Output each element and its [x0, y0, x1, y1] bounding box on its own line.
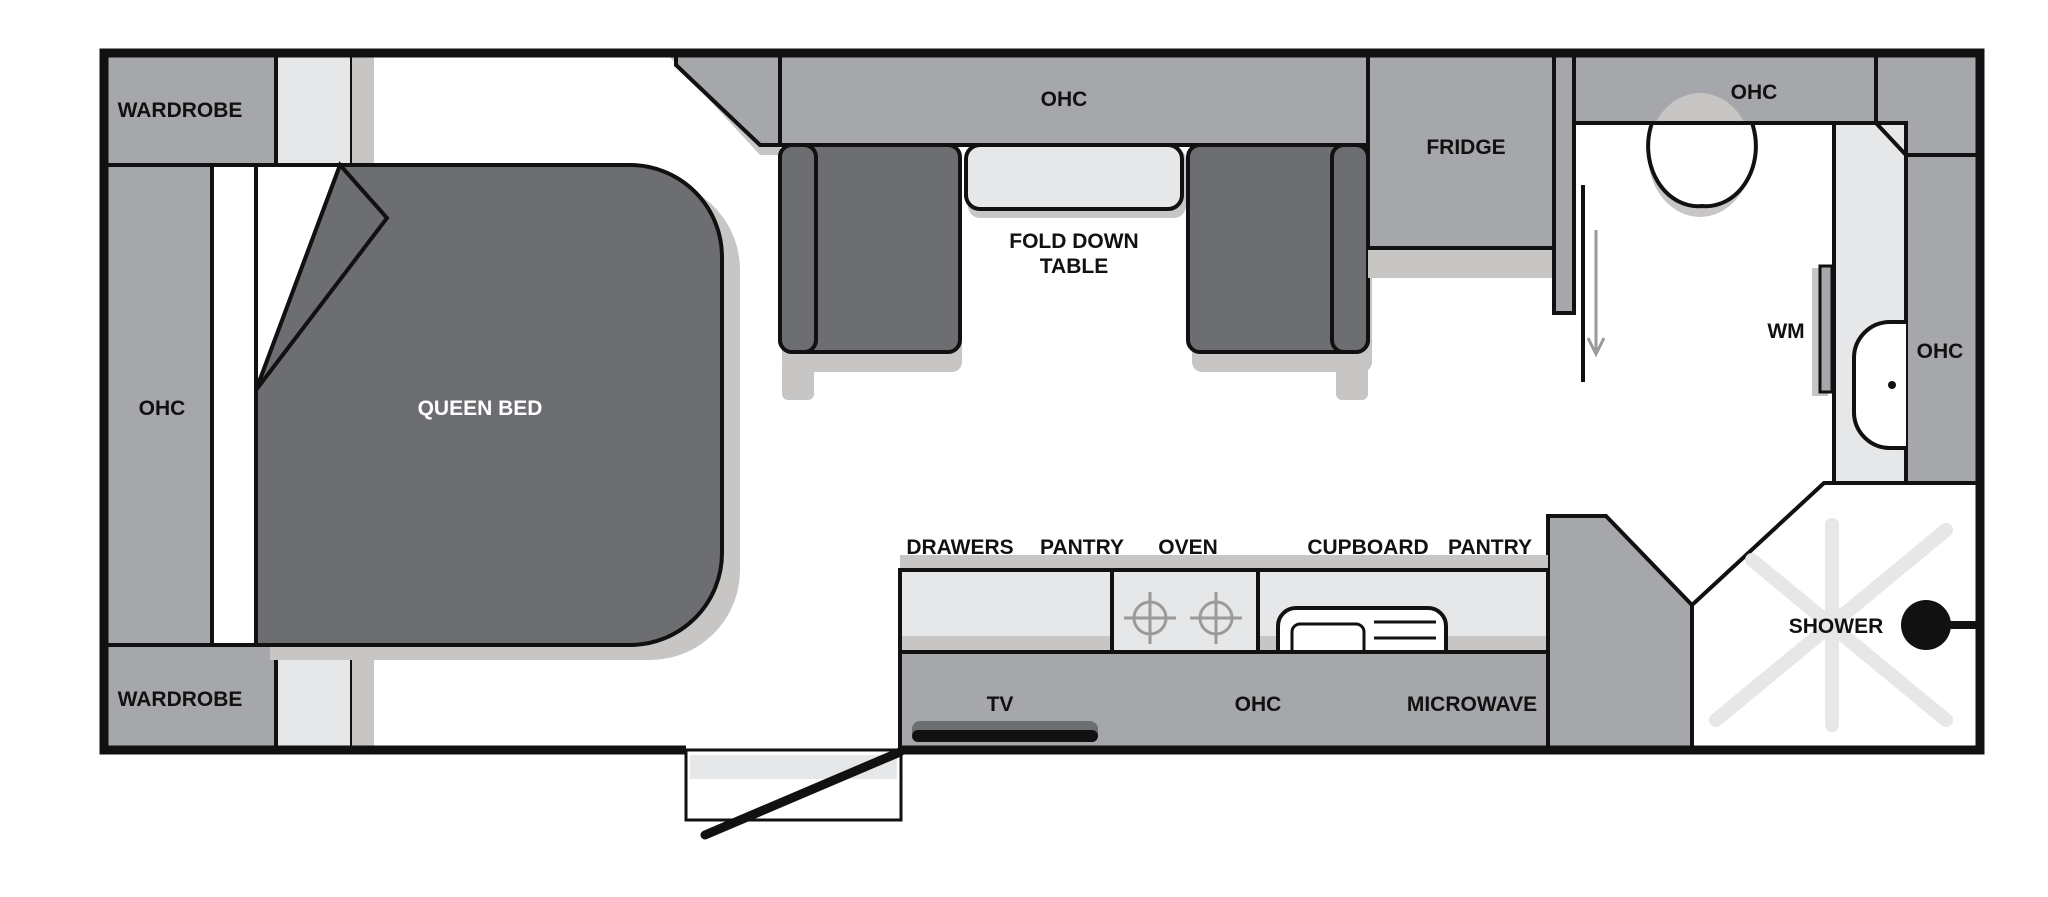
- label-ohc-bathroom-top: OHC: [1731, 81, 1778, 104]
- entry-door: [684, 747, 905, 840]
- bed-fold-edge: [254, 163, 343, 391]
- label-tv: TV: [987, 693, 1014, 716]
- label-pantry-right: PANTRY: [1448, 536, 1532, 559]
- label-cupboard: CUPBOARD: [1307, 536, 1428, 559]
- basin-drain-icon: [1888, 381, 1896, 389]
- label-queen-bed: QUEEN BED: [418, 397, 543, 420]
- ohc-right: [1904, 153, 1980, 485]
- fold-down-table: [964, 143, 1184, 211]
- wardrobe-top-strip: [274, 53, 354, 167]
- ohc-corner: [674, 53, 782, 147]
- label-wm: WM: [1767, 320, 1804, 343]
- label-fridge: FRIDGE: [1426, 136, 1505, 159]
- label-pantry-left: PANTRY: [1040, 536, 1124, 559]
- label-fold-down-table-line2: TABLE: [1040, 255, 1108, 278]
- seat-left-back: [778, 143, 818, 354]
- label-ohc-bottom: OHC: [1235, 693, 1282, 716]
- drawers-shadow: [902, 636, 1110, 650]
- bed-head-strip: [210, 163, 258, 647]
- label-shower: SHOWER: [1789, 615, 1884, 638]
- door-arrow-icon: [1586, 337, 1606, 358]
- dinette-area: [668, 53, 1606, 400]
- label-oven: OVEN: [1158, 536, 1218, 559]
- bedroom-area: [104, 53, 740, 752]
- label-ohc-top: OHC: [1041, 88, 1088, 111]
- burner-right-icon: [1190, 592, 1242, 644]
- ohc-left: [104, 163, 214, 647]
- seat-right-shadow-leg: [1336, 360, 1368, 400]
- label-ohc-right: OHC: [1917, 340, 1964, 363]
- wardrobe-bottom-shadow: [352, 645, 374, 750]
- label-wardrobe-top: WARDROBE: [118, 99, 243, 122]
- label-drawers: DRAWERS: [906, 536, 1013, 559]
- corner-tower: [1546, 514, 1694, 752]
- vanity-top: [1834, 121, 1908, 168]
- burner-left-icon: [1124, 592, 1176, 644]
- wardrobe-top-shadow: [352, 55, 374, 165]
- bathroom-area: [1546, 53, 1980, 752]
- seat-right-back: [1330, 143, 1370, 354]
- label-ohc-left: OHC: [139, 397, 186, 420]
- label-microwave: MICROWAVE: [1407, 693, 1537, 716]
- sink-bowl-icon: [1290, 622, 1366, 652]
- kitchen-bench-shadow: [900, 555, 1548, 569]
- label-wardrobe-bottom: WARDROBE: [118, 688, 243, 711]
- cooktop: [1110, 568, 1260, 654]
- floorplan-labels: WARDROBE WARDROBE OHC QUEEN BED OHC FOLD…: [118, 81, 1964, 716]
- basin-icon: [1852, 320, 1906, 450]
- toilet-icon: [1646, 121, 1758, 209]
- outer-walls: [99, 48, 1985, 755]
- queen-bed: [254, 163, 724, 647]
- sink-icon: [1276, 606, 1448, 652]
- seat-left-shadow-leg: [782, 360, 814, 400]
- ohc-top: [778, 53, 1370, 147]
- wardrobe-bottom-strip: [274, 643, 354, 752]
- kitchen-area: [898, 555, 1550, 752]
- label-fold-down-table-line1: FOLD DOWN: [1009, 230, 1138, 253]
- entry-door-leaf: [700, 747, 905, 840]
- shower-drain-icon: [1709, 518, 1953, 732]
- washing-machine: [1818, 264, 1834, 394]
- bathroom-wall: [1552, 53, 1576, 315]
- fridge-shadow: [1368, 248, 1558, 278]
